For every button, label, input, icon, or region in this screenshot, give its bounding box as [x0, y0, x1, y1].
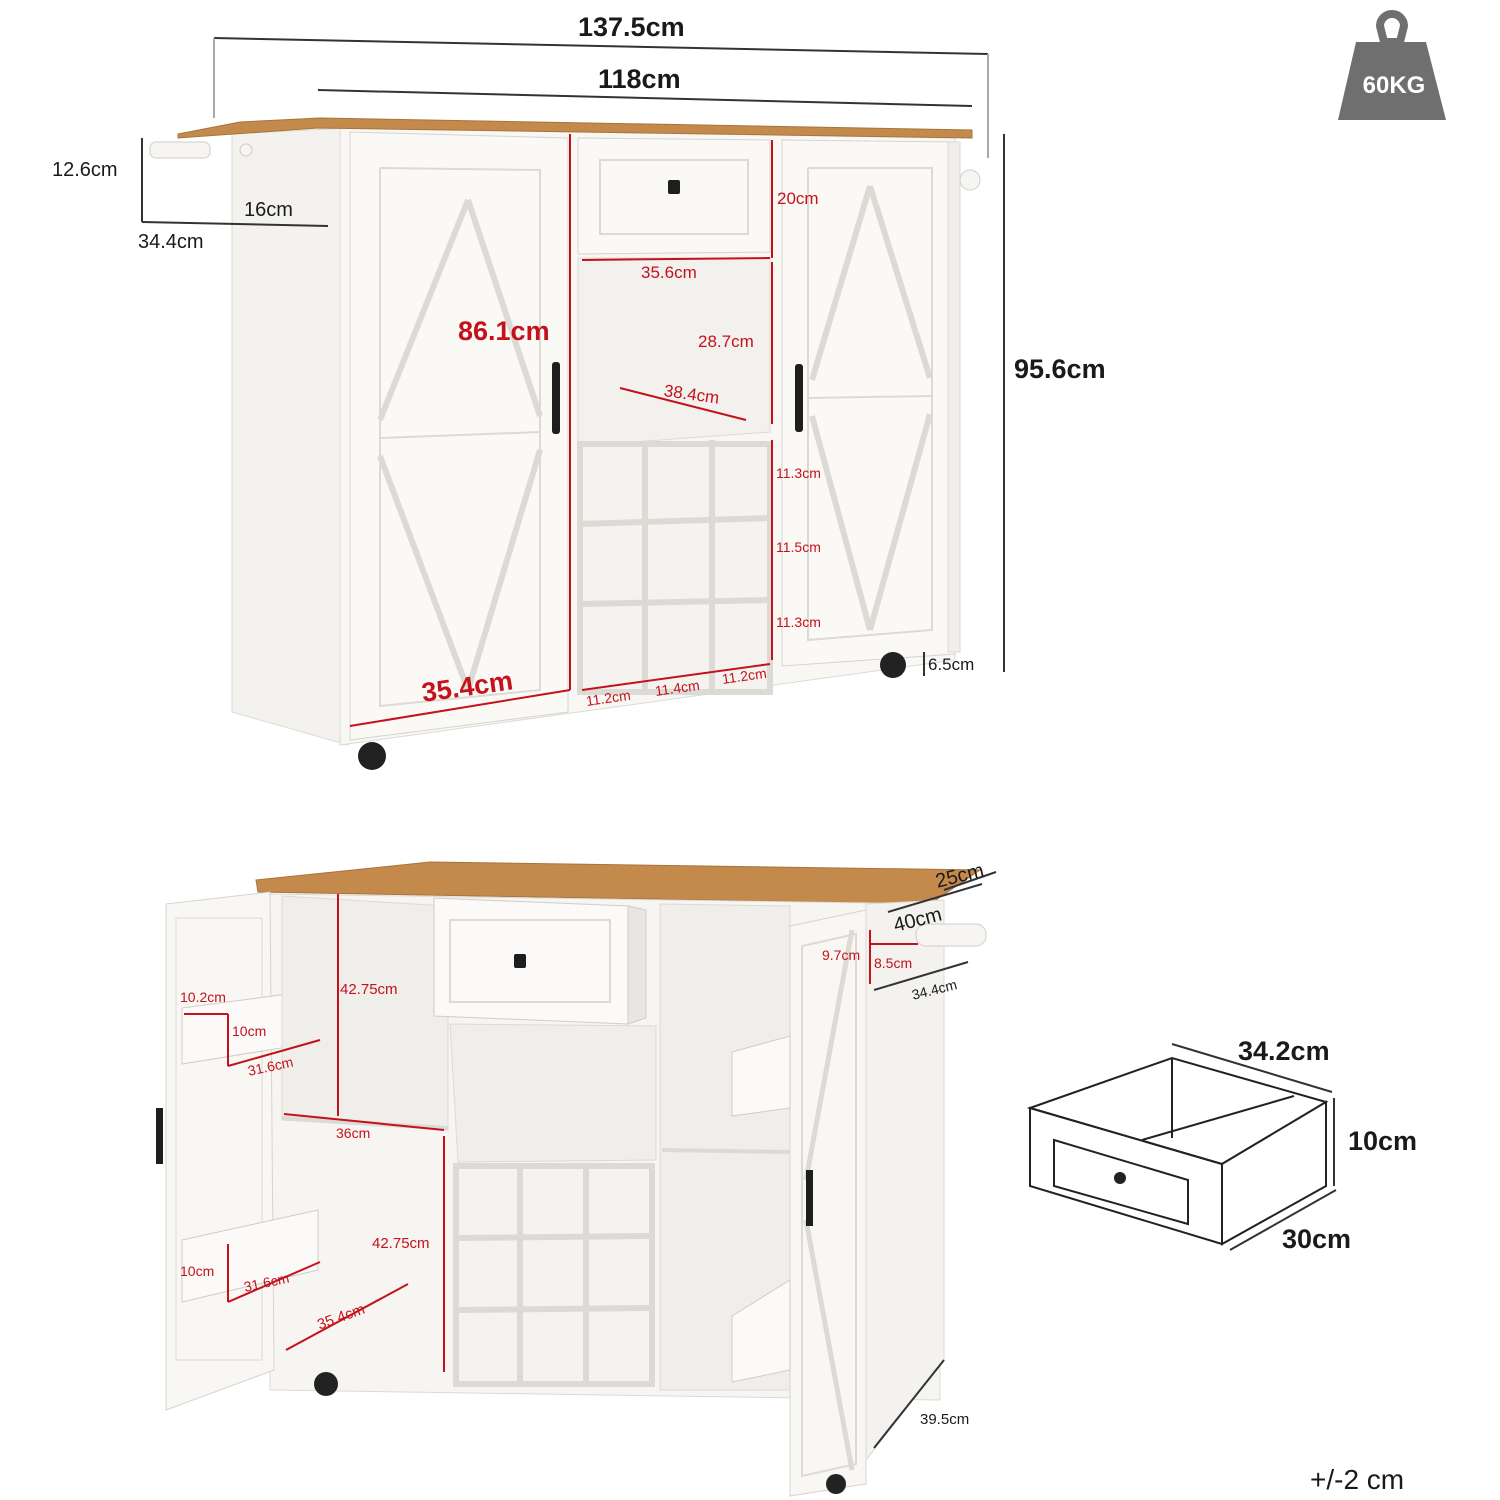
right-barn-door — [781, 139, 956, 667]
side-depth-label: 39.5cm — [920, 1411, 970, 1428]
drawer-width-label: 35.6cm — [641, 263, 697, 282]
weight-capacity-label: 60KG — [1362, 72, 1426, 99]
inner-height-label: 86.1cm — [458, 316, 550, 346]
rack-height-label: 9.7cm — [822, 947, 861, 963]
lower-shelf-height-label: 42.75cm — [372, 1235, 430, 1252]
drawer-detail-depth-label: 30cm — [1282, 1224, 1352, 1254]
wood-worktop — [177, 117, 973, 139]
rack-depth-label: 8.5cm — [874, 955, 913, 971]
open-view-wine-grid — [453, 1163, 655, 1387]
shelf-width-label: 36cm — [336, 1125, 371, 1141]
wine-row-3-label: 11.3cm — [776, 614, 821, 630]
wheel-height-label: 6.5cm — [928, 655, 975, 674]
open-view-illustration — [156, 861, 987, 1497]
top-width-label: 118cm — [598, 64, 681, 94]
weight-icon — [1338, 10, 1446, 120]
towel-rack-width-label: 16cm — [244, 199, 293, 221]
tolerance-note: +/-2 cm — [1310, 1464, 1405, 1495]
front-view-illustration — [149, 117, 981, 770]
drawer-height-label: 20cm — [777, 189, 819, 208]
total-width-label: 137.5cm — [578, 12, 685, 42]
right-door-handle-open — [806, 1170, 813, 1226]
towel-rack-height-label: 12.6cm — [52, 159, 118, 181]
open-view-wheels — [314, 1372, 846, 1494]
top-drawer — [577, 137, 771, 255]
drawer-knob — [668, 180, 680, 194]
door-rack-depth-label: 10.2cm — [180, 989, 226, 1005]
drawer-detail-illustration — [1026, 1043, 1337, 1251]
open-view-drawer — [433, 897, 629, 1025]
wine-row-2-label: 11.5cm — [776, 539, 821, 555]
front-dimension-lines — [141, 37, 1005, 727]
cabinet-side-panel — [231, 127, 349, 746]
left-open-door — [165, 891, 275, 1411]
door-rack-lower — [181, 1209, 319, 1303]
open-shelf-height-label: 28.7cm — [698, 332, 754, 351]
drawer-detail-height-label: 10cm — [1348, 1126, 1418, 1156]
caster-wheels — [358, 652, 906, 770]
drawer-detail-width-label: 34.2cm — [1238, 1036, 1330, 1066]
height-label: 95.6cm — [1014, 354, 1106, 384]
left-door-handle-open — [156, 1108, 163, 1164]
open-dimension-lines — [184, 871, 997, 1449]
right-door-handle — [795, 364, 803, 432]
door-rack-height-upper-label: 10cm — [232, 1023, 267, 1039]
side-towel-bar — [915, 923, 987, 947]
left-door-handle — [552, 362, 560, 434]
wine-rack-grid — [577, 440, 773, 695]
upper-shelf-height-label: 42.75cm — [340, 981, 398, 998]
towel-bar — [149, 141, 211, 159]
towel-rack-length-label: 34.4cm — [138, 231, 204, 253]
door-rack-height-lower-label: 10cm — [180, 1263, 215, 1279]
wine-row-1-label: 11.3cm — [776, 465, 821, 481]
drawer-detail-knob — [1114, 1172, 1126, 1184]
